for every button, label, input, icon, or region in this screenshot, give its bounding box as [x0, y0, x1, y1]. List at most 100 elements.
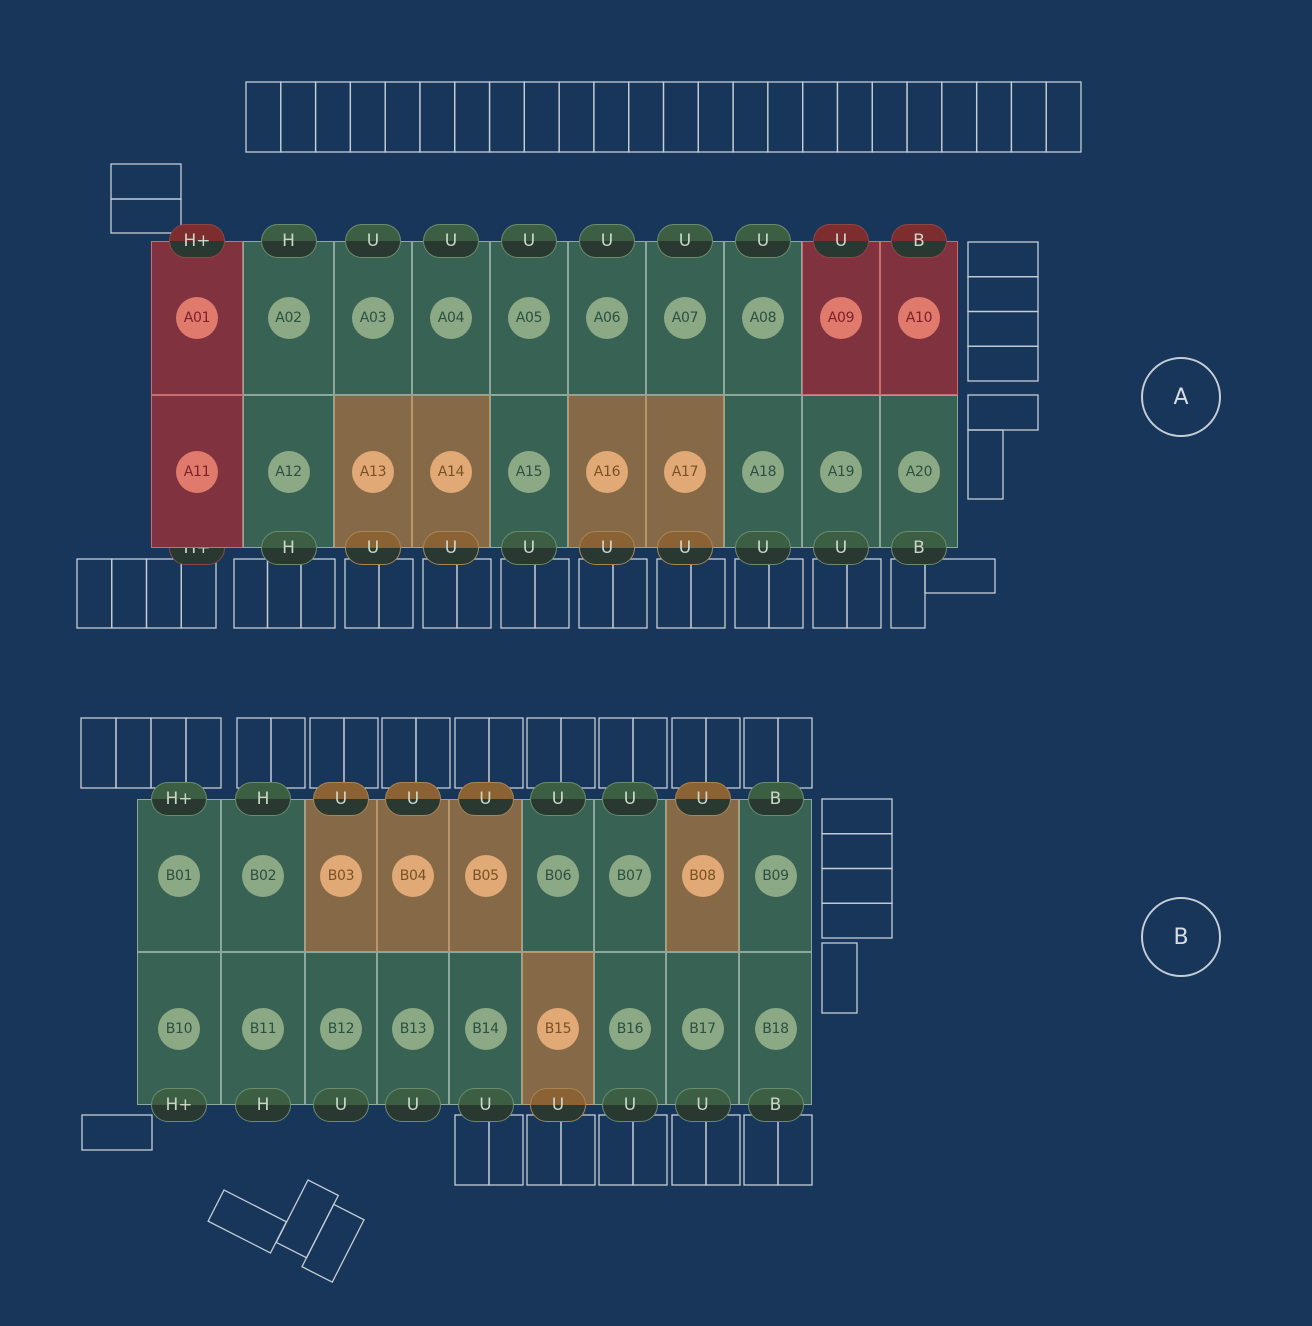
side-slip-b	[821, 942, 858, 1014]
above-b-1	[343, 717, 379, 789]
below-b-1	[705, 1114, 741, 1186]
berth-b15[interactable]: B15	[522, 952, 594, 1105]
below-a-g1-2	[145, 558, 182, 629]
berth-b12[interactable]: B12	[305, 952, 377, 1105]
top-row-slip	[975, 81, 1013, 153]
corner-slip	[110, 163, 182, 200]
berth-a17[interactable]: A17	[646, 395, 724, 548]
berth-type-tag: H	[235, 782, 291, 816]
below-a-end	[924, 558, 996, 594]
top-row-slip	[836, 81, 873, 153]
rotated-slip	[301, 1203, 365, 1284]
berth-b07[interactable]: B07	[594, 799, 666, 952]
berth-a04[interactable]: A04	[412, 241, 490, 395]
berth-type-tag: U	[501, 531, 557, 565]
berth-type-tag: B	[891, 531, 947, 565]
berth-b01[interactable]: B01	[137, 799, 221, 952]
berth-label: A03	[352, 297, 394, 339]
berth-a11[interactable]: A11	[151, 395, 243, 548]
berth-a07[interactable]: A07	[646, 241, 724, 395]
top-row-slip	[802, 81, 839, 153]
berth-b16[interactable]: B16	[594, 952, 666, 1105]
side-slip-b	[821, 833, 893, 870]
below-a-1	[534, 558, 570, 629]
section-marker-a[interactable]: A	[1141, 357, 1221, 437]
berth-a09[interactable]: A09	[802, 241, 880, 395]
berth-label: B14	[464, 1007, 507, 1050]
berth-a13[interactable]: A13	[334, 395, 412, 548]
berth-a19[interactable]: A19	[802, 395, 880, 548]
berth-a01[interactable]: A01	[151, 241, 243, 395]
berth-a16[interactable]: A16	[568, 395, 646, 548]
top-row-slip	[1045, 81, 1082, 153]
berth-type-tag: U	[657, 531, 713, 565]
below-a-1	[846, 558, 882, 629]
section-marker-b[interactable]: B	[1141, 897, 1221, 977]
top-row-slip	[1010, 81, 1047, 153]
below-a-1	[612, 558, 648, 629]
above-b-0	[236, 717, 272, 789]
berth-b02[interactable]: B02	[221, 799, 305, 952]
berth-a15[interactable]: A15	[490, 395, 568, 548]
side-slip-a	[967, 310, 1039, 347]
above-b-1	[705, 717, 741, 789]
berth-label: A12	[267, 450, 310, 493]
berth-type-tag: U	[674, 1088, 731, 1122]
below-a-end	[890, 558, 926, 629]
berth-type-tag: H+	[169, 224, 225, 258]
top-row-slip	[697, 81, 734, 153]
below-a-0	[578, 558, 614, 629]
above-b-g1-0	[80, 717, 117, 789]
above-b-1	[560, 717, 596, 789]
berth-a05[interactable]: A05	[490, 241, 568, 395]
berth-label: B11	[242, 1007, 284, 1050]
berth-b04[interactable]: B04	[377, 799, 449, 952]
berth-a03[interactable]: A03	[334, 241, 412, 395]
berth-label: B01	[158, 854, 200, 897]
berth-type-tag: U	[385, 1088, 441, 1122]
berth-a10[interactable]: A10	[880, 241, 958, 395]
berth-b06[interactable]: B06	[522, 799, 594, 952]
berth-a14[interactable]: A14	[412, 395, 490, 548]
top-row-slip	[314, 81, 352, 153]
berth-label: B10	[158, 1007, 200, 1050]
berth-b03[interactable]: B03	[305, 799, 377, 952]
berth-type-tag: U	[674, 782, 731, 816]
below-a-g1-0	[76, 558, 113, 629]
side-slip-b	[821, 798, 893, 835]
berth-label: A17	[664, 450, 706, 493]
side-slip-b	[821, 867, 893, 904]
below-b-0	[454, 1114, 490, 1186]
berth-a02[interactable]: A02	[243, 241, 334, 395]
berth-b11[interactable]: B11	[221, 952, 305, 1105]
top-row-slip	[349, 81, 386, 153]
side-slip-a	[967, 276, 1039, 313]
berth-b08[interactable]: B08	[666, 799, 739, 952]
side-slip-a	[967, 241, 1039, 278]
berth-type-tag: H	[235, 1088, 291, 1122]
rotated-slip	[207, 1189, 288, 1254]
above-b-1	[777, 717, 813, 789]
berth-b05[interactable]: B05	[449, 799, 522, 952]
berth-b17[interactable]: B17	[666, 952, 739, 1105]
berth-a12[interactable]: A12	[243, 395, 334, 548]
below-a-1	[690, 558, 726, 629]
berth-b14[interactable]: B14	[449, 952, 522, 1105]
top-row-slip	[906, 81, 943, 153]
berth-type-tag: U	[423, 531, 479, 565]
berth-label: B16	[609, 1007, 651, 1050]
berth-a20[interactable]: A20	[880, 395, 958, 548]
berth-label: B18	[754, 1007, 797, 1050]
berth-type-tag: U	[385, 782, 441, 816]
berth-b10[interactable]: B10	[137, 952, 221, 1105]
berth-a06[interactable]: A06	[568, 241, 646, 395]
berth-b18[interactable]: B18	[739, 952, 812, 1105]
berth-b13[interactable]: B13	[377, 952, 449, 1105]
above-b-g1-3	[185, 717, 222, 789]
berth-b09[interactable]: B09	[739, 799, 812, 952]
berth-a18[interactable]: A18	[724, 395, 802, 548]
berth-a08[interactable]: A08	[724, 241, 802, 395]
below-b-0	[671, 1114, 707, 1186]
